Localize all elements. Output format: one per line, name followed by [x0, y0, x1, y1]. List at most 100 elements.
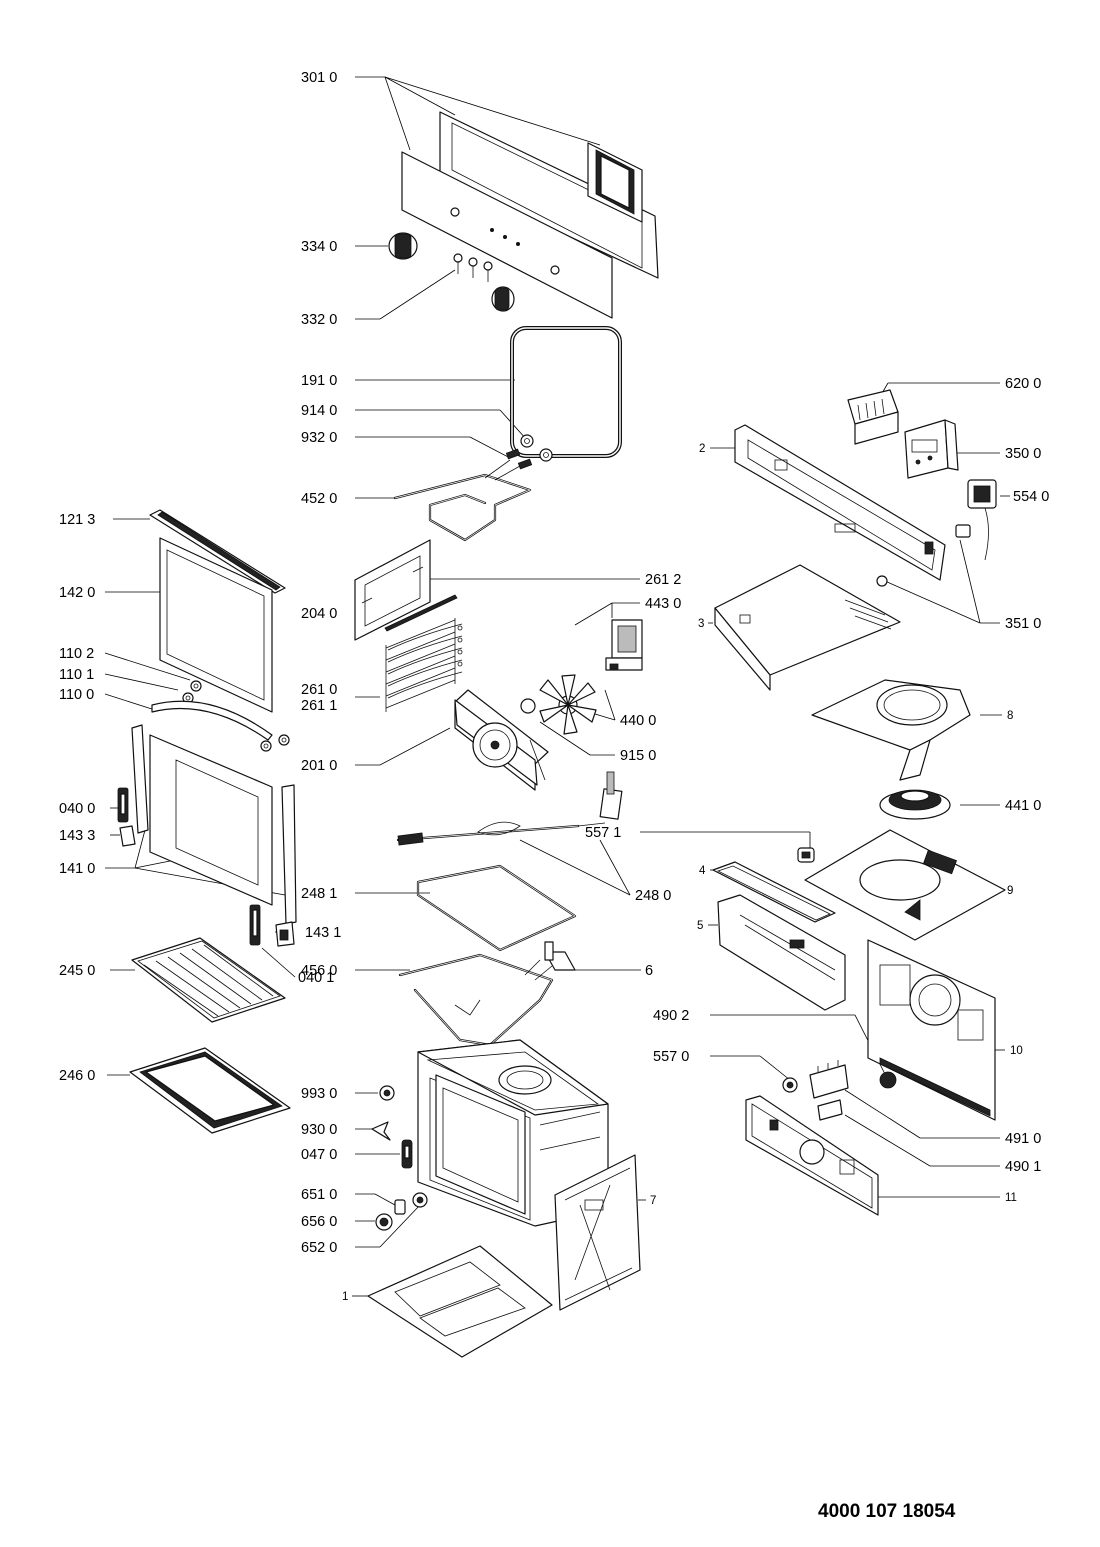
label-993-0: 993 0	[301, 1086, 337, 1102]
label-490-2: 490 2	[653, 1008, 689, 1024]
part-441-fan	[879, 789, 951, 820]
label-261-0: 261 0	[301, 682, 337, 698]
label-040-0: 040 0	[59, 801, 95, 817]
part-5-wiring-bracket	[717, 894, 846, 1011]
part-452-grill-element	[393, 459, 532, 542]
part-7-back-panel	[554, 1154, 641, 1311]
part-351-thermostat	[876, 524, 971, 587]
label-4: 4	[699, 865, 706, 877]
label-332-0: 332 0	[301, 312, 337, 328]
label-651-0: 651 0	[301, 1187, 337, 1203]
label-11: 11	[1005, 1192, 1017, 1204]
label-040-1: 040 1	[298, 970, 334, 986]
part-443-fan-motor	[605, 619, 643, 671]
part-248-tray-frame	[416, 864, 577, 952]
part-301-panel-frame	[439, 111, 659, 279]
part-040-hinge	[117, 787, 261, 946]
part-labels: 301 0 334 0 332 0 191 0 914 0 932 0 452 …	[59, 70, 1049, 1303]
label-443-0: 443 0	[645, 596, 681, 612]
part-914-932-connectors	[505, 434, 553, 470]
part-301-control-panel	[401, 151, 613, 319]
part-110-pads	[182, 680, 290, 752]
label-246-0: 246 0	[59, 1068, 95, 1084]
label-456-0: 456 0	[301, 963, 337, 979]
part-4-channel	[712, 861, 836, 923]
part-6-bracket	[544, 941, 576, 971]
label-9: 9	[1007, 885, 1013, 897]
label-554-0: 554 0	[1013, 489, 1049, 505]
label-245-0: 245 0	[59, 963, 95, 979]
label-5: 5	[697, 920, 703, 932]
label-557-1: 557 1	[585, 825, 621, 841]
label-248-1: 248 1	[301, 886, 337, 902]
label-491-0: 491 0	[1005, 1131, 1041, 1147]
label-1: 1	[342, 1291, 348, 1303]
part-8-fan-duct	[811, 679, 971, 781]
part-142-outer-glass	[159, 537, 273, 713]
part-143-hinge-receiver	[119, 825, 295, 947]
label-334-0: 334 0	[301, 239, 337, 255]
part-915-nut	[520, 698, 536, 714]
part-651-656-652-lamp	[375, 1192, 428, 1231]
label-915-0: 915 0	[620, 748, 656, 764]
part-620-terminal-block	[847, 389, 899, 445]
label-110-0: 110 0	[59, 687, 94, 703]
part-191-door-seal	[510, 326, 622, 458]
label-7: 7	[650, 1195, 656, 1207]
label-452-0: 452 0	[301, 491, 337, 507]
part-9-top-plate	[804, 829, 1006, 941]
label-191-0: 191 0	[301, 373, 337, 389]
part-3-cover	[714, 564, 901, 691]
label-201-0: 201 0	[301, 758, 337, 774]
label-248-0: 248 0	[635, 888, 671, 904]
part-993-930-047-small	[371, 1085, 413, 1169]
label-441-0: 441 0	[1005, 798, 1041, 814]
part-245-wire-shelf	[131, 937, 286, 1023]
part-440-fan-blade	[539, 674, 597, 735]
part-201-fan-cover	[454, 689, 549, 791]
part-110-handle	[151, 700, 273, 741]
part-456-heating-element	[398, 953, 554, 1047]
label-620-0: 620 0	[1005, 376, 1041, 392]
part-204-side-rack	[354, 539, 431, 641]
part-10-rear-cover	[867, 939, 996, 1121]
label-142-0: 142 0	[59, 585, 95, 601]
label-932-0: 932 0	[301, 430, 337, 446]
part-248-rotisserie	[396, 771, 623, 846]
part-141-inner-door	[131, 724, 297, 925]
label-141-0: 141 0	[59, 861, 95, 877]
label-110-2: 110 2	[59, 646, 94, 662]
part-350-display	[904, 419, 959, 479]
label-6: 6	[645, 963, 653, 979]
label-440-0: 440 0	[620, 713, 656, 729]
part-1-bottom-panel	[367, 1245, 553, 1358]
part-11-control-board	[745, 1095, 879, 1216]
part-2-rear-control-bracket	[734, 424, 946, 581]
label-2: 2	[699, 443, 705, 455]
label-656-0: 656 0	[301, 1214, 337, 1230]
label-557-0: 557 0	[653, 1049, 689, 1065]
part-554-switch	[967, 479, 997, 561]
label-930-0: 930 0	[301, 1122, 337, 1138]
label-204-0: 204 0	[301, 606, 337, 622]
label-490-1: 490 1	[1005, 1159, 1041, 1175]
label-261-2: 261 2	[645, 572, 681, 588]
label-914-0: 914 0	[301, 403, 337, 419]
label-8: 8	[1007, 710, 1013, 722]
label-3: 3	[698, 618, 704, 630]
label-652-0: 652 0	[301, 1240, 337, 1256]
document-code: 4000 107 18054	[818, 1501, 956, 1522]
part-490-2-knob	[879, 1071, 897, 1089]
part-261-runners	[384, 594, 463, 712]
label-143-1: 143 1	[305, 925, 341, 941]
label-350-0: 350 0	[1005, 446, 1041, 462]
label-110-1: 110 1	[59, 667, 94, 683]
label-301-0: 301 0	[301, 70, 337, 86]
label-143-3: 143 3	[59, 828, 95, 844]
label-047-0: 047 0	[301, 1147, 337, 1163]
part-332-buttons	[453, 253, 515, 312]
label-261-1: 261 1	[301, 698, 337, 714]
part-557-1-thermostat	[797, 847, 815, 863]
label-121-3: 121 3	[59, 512, 95, 528]
